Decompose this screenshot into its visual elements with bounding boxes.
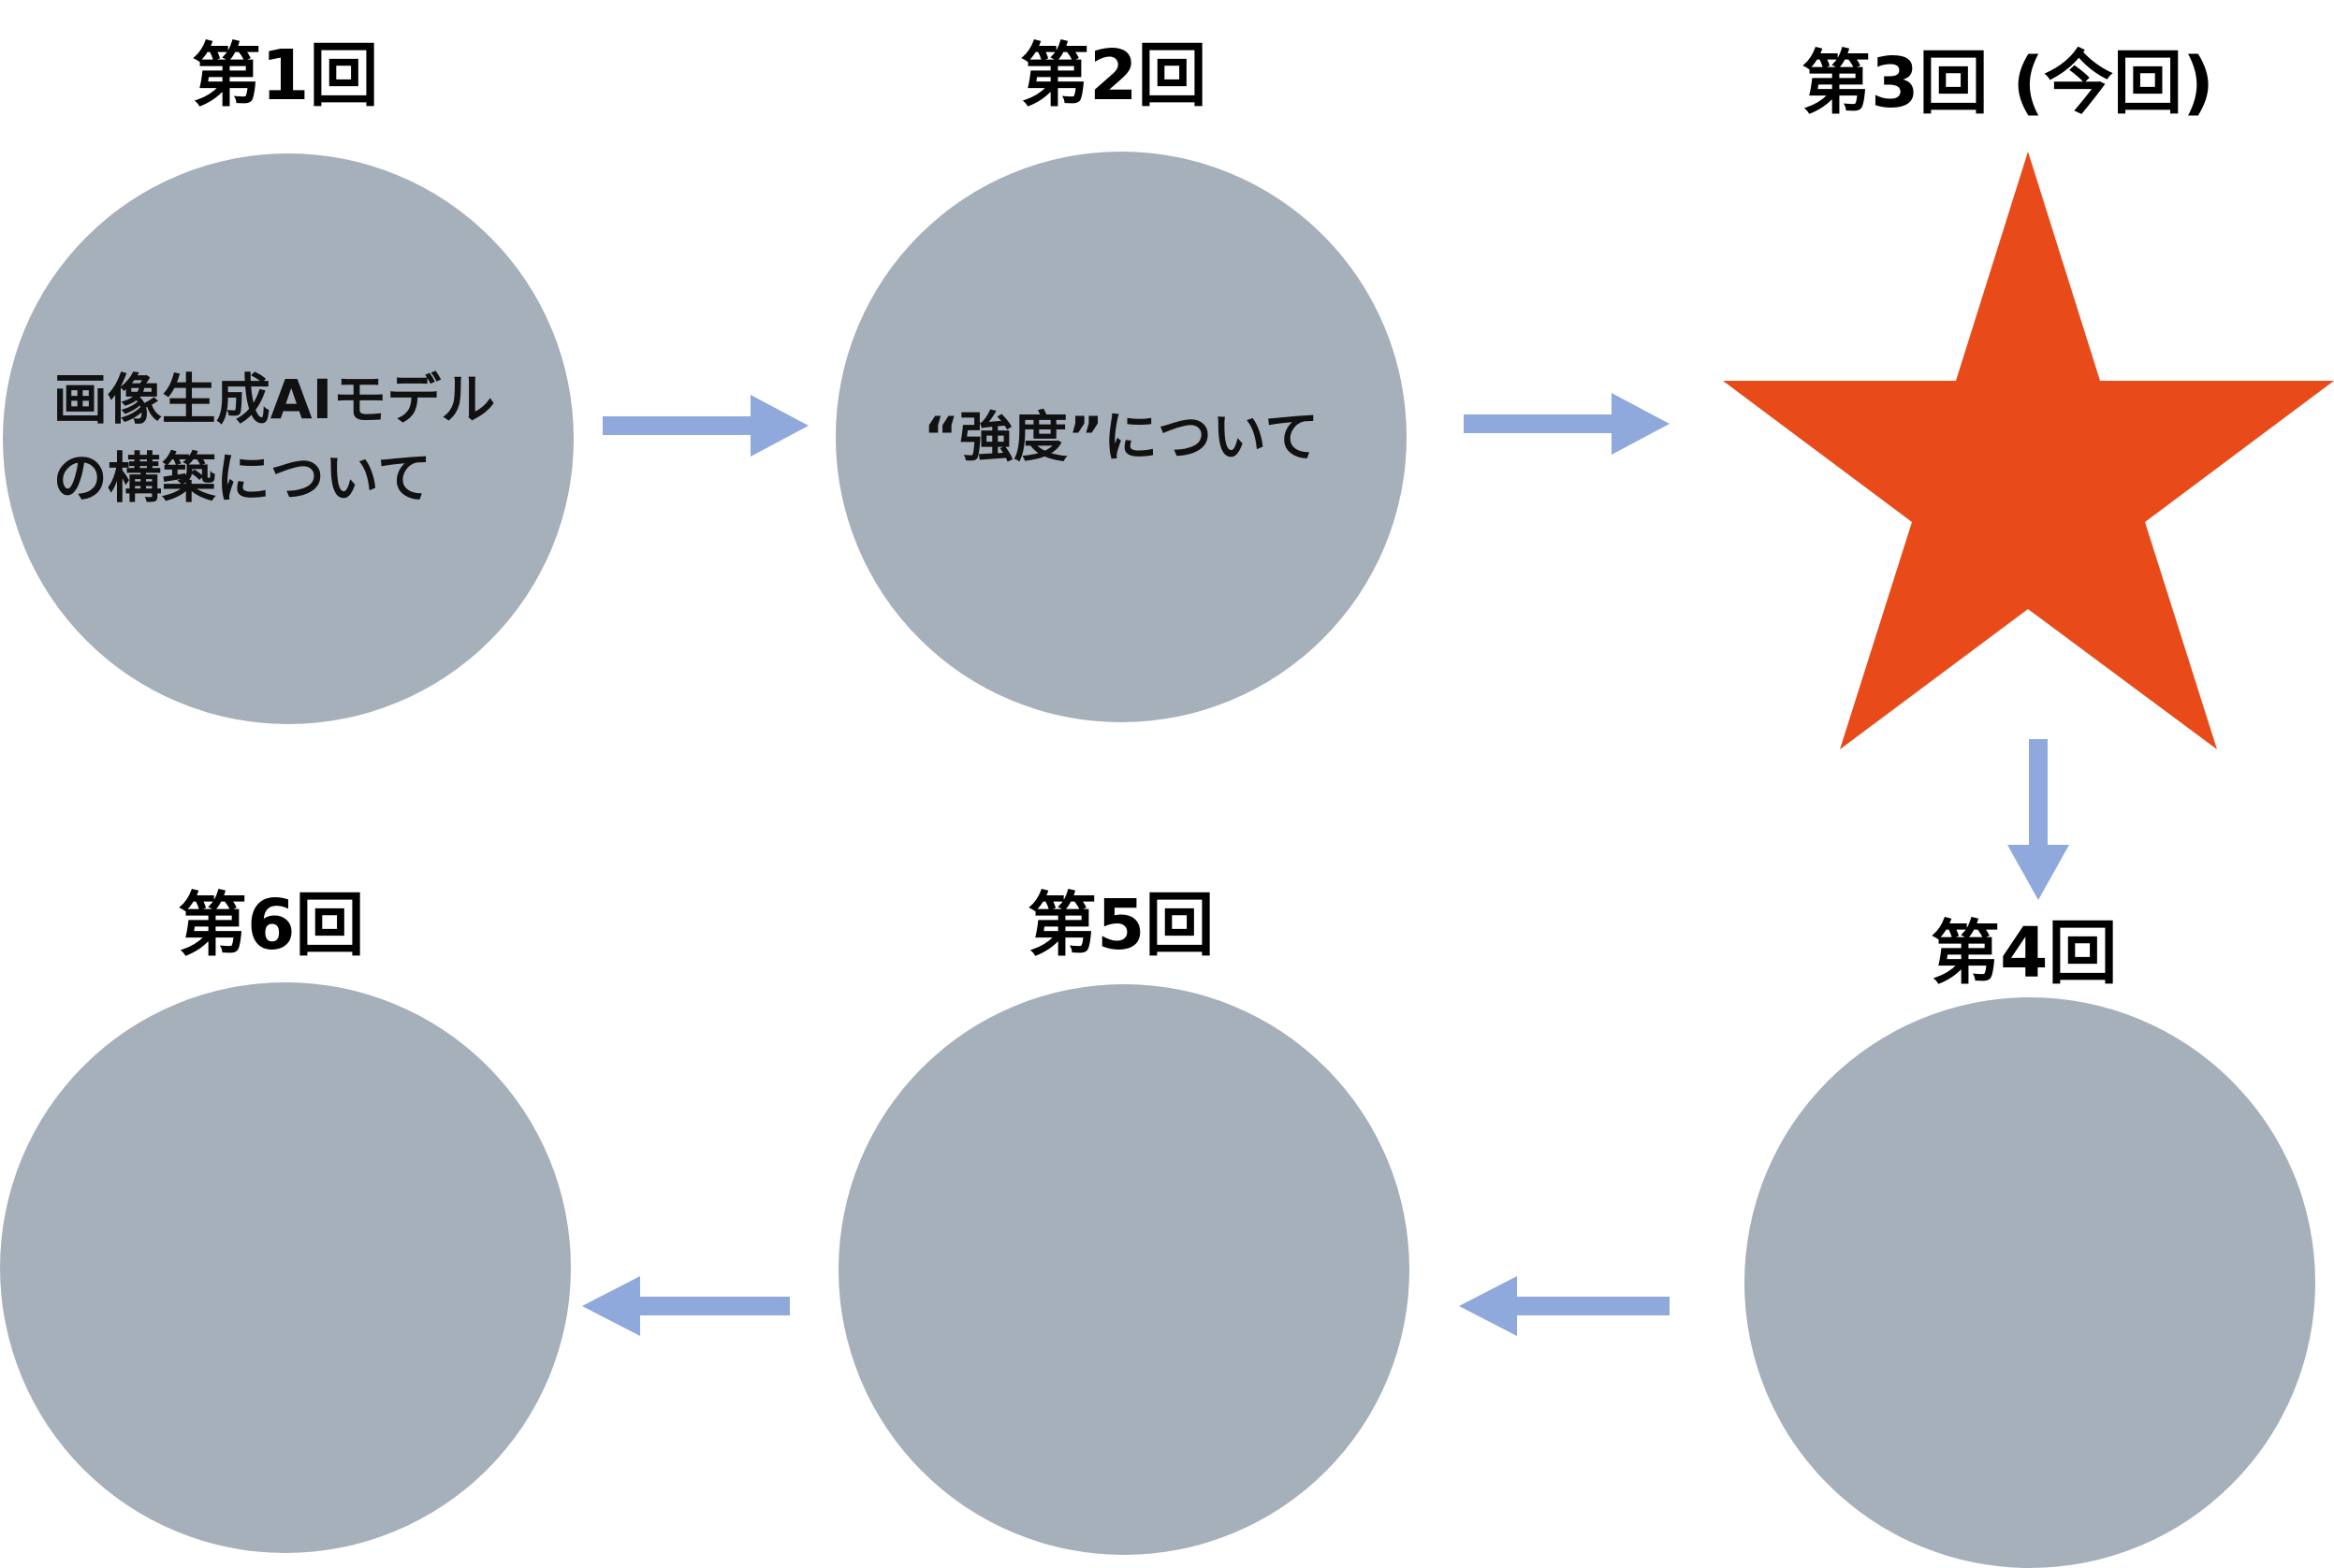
arrow-2-to-3 xyxy=(1464,393,1670,455)
session-2-circle: “強度”について xyxy=(836,152,1407,722)
arrow-4-to-5 xyxy=(1459,1276,1670,1336)
session-1-topic: 画像生成AIモデル の構築について xyxy=(53,360,495,517)
session-1-title: 第1回 xyxy=(192,36,379,116)
session-2-topic-line-1: “強度”について xyxy=(923,405,1320,469)
session-5-circle xyxy=(839,984,1409,1555)
arrow-3-to-4 xyxy=(2007,739,2069,900)
session-2-title: 第2回 xyxy=(1020,36,1207,116)
session-1-circle: 画像生成AIモデル の構築について xyxy=(3,153,574,724)
session-2-topic: “強度”について xyxy=(924,398,1320,476)
session-1-topic-line-2: の構築について xyxy=(52,446,432,510)
session-3-title: 第3回 (今回) xyxy=(1802,43,2214,123)
session-4-title: 第4回 xyxy=(1931,913,2118,994)
session-1-topic-line-1: 画像生成AIモデル xyxy=(52,368,496,431)
arrow-1-to-2 xyxy=(603,395,809,457)
session-5-title: 第5回 xyxy=(1028,885,1215,965)
session-6-title: 第6回 xyxy=(178,885,365,965)
session-6-circle xyxy=(0,982,571,1553)
session-4-circle xyxy=(1744,997,2315,1568)
arrow-5-to-6 xyxy=(582,1276,790,1336)
current-session-star xyxy=(1723,152,2334,749)
